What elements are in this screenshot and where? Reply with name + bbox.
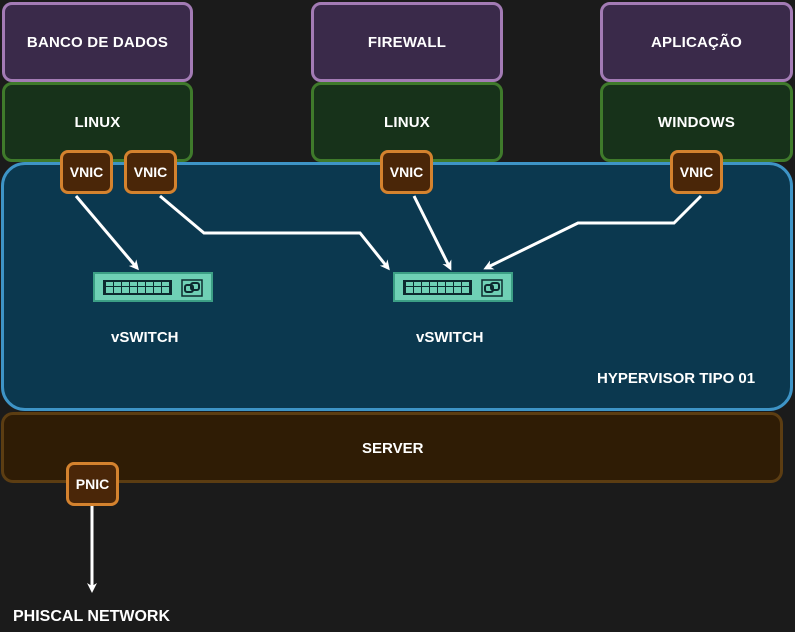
vnic-3: VNIC <box>380 150 433 194</box>
vnic-label: VNIC <box>133 164 168 180</box>
pnic: PNIC <box>66 462 119 506</box>
server-container <box>1 412 783 483</box>
os-label: LINUX <box>74 113 121 131</box>
vswitch-1-icon <box>93 272 213 302</box>
server-label: SERVER <box>362 440 424 457</box>
app-box-firewall: FIREWALL <box>311 2 503 82</box>
switch-ports-icon <box>103 280 172 295</box>
vnic-label: VNIC <box>69 164 104 180</box>
arrow-vnic2-to-vswitch2 <box>159 194 390 271</box>
os-label: LINUX <box>384 113 430 131</box>
vnic-1: VNIC <box>60 150 113 194</box>
app-box-aplicacao: APLICAÇÃO <box>600 2 793 82</box>
hypervisor-label: HYPERVISOR TIPO 01 <box>597 370 756 387</box>
physical-network-label: PHISCAL NETWORK <box>13 608 171 625</box>
app-label: BANCO DE DADOS <box>26 33 169 51</box>
switch-ports-icon <box>403 280 472 295</box>
link-icon <box>181 279 203 297</box>
app-label: APLICAÇÃO <box>651 33 742 51</box>
os-label: WINDOWS <box>657 113 736 131</box>
vnic-2: VNIC <box>124 150 177 194</box>
os-box-linux-2: LINUX <box>311 82 503 162</box>
arrow-vnic3-to-vswitch2 <box>412 195 452 271</box>
vswitch-2-icon <box>393 272 513 302</box>
pnic-label: PNIC <box>75 476 110 492</box>
vnic-label: VNIC <box>679 164 714 180</box>
vswitch-1-label: vSWITCH <box>111 329 179 346</box>
vnic-4: VNIC <box>670 150 723 194</box>
app-label: FIREWALL <box>367 33 447 51</box>
arrow-vnic4-to-vswitch2 <box>483 194 703 270</box>
arrow-vnic1-to-vswitch1 <box>74 195 139 271</box>
os-box-windows: WINDOWS <box>600 82 793 162</box>
vnic-label: VNIC <box>389 164 424 180</box>
app-box-banco-de-dados: BANCO DE DADOS <box>2 2 193 82</box>
link-icon <box>481 279 503 297</box>
vswitch-2-label: vSWITCH <box>416 329 484 346</box>
